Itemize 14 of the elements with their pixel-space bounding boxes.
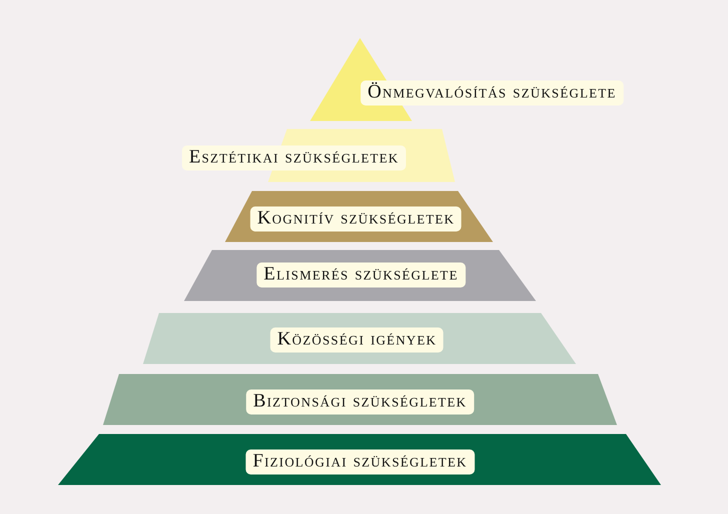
- tier-label: Biztonsági szükségletek: [246, 390, 474, 414]
- tier-label: Önmegvalósítás szükséglete: [360, 80, 624, 106]
- tier-label: Közösségi igények: [270, 328, 444, 352]
- pyramid-tier: [184, 250, 536, 301]
- tier-label: Elismerés szükséglete: [256, 262, 466, 288]
- pyramid-tier: [225, 191, 493, 242]
- pyramid-tier: [181, 129, 455, 182]
- tier-label: Fiziológiai szükségletek: [246, 450, 474, 474]
- tier-label: Kognitív szükségletek: [250, 206, 462, 232]
- pyramid-tier: [58, 434, 661, 485]
- pyramid-tier: [310, 38, 624, 121]
- pyramid-tier: [143, 313, 576, 364]
- pyramid-tier: [103, 374, 617, 425]
- tier-label: Esztétikai szükségletek: [182, 146, 406, 170]
